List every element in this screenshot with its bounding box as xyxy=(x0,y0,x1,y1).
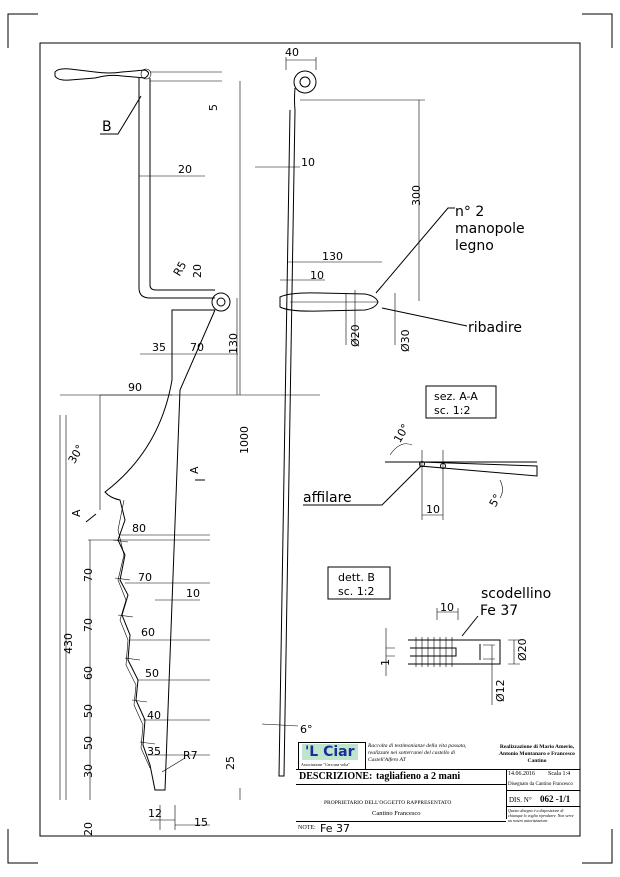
svg-text:10: 10 xyxy=(310,269,324,282)
label-material: Fe 37 xyxy=(480,603,518,619)
svg-text:R7: R7 xyxy=(183,749,198,762)
svg-text:50: 50 xyxy=(82,736,95,750)
svg-text:1: 1 xyxy=(379,659,392,666)
svg-text:60: 60 xyxy=(82,666,95,680)
svg-text:60: 60 xyxy=(141,626,155,639)
svg-text:25: 25 xyxy=(224,756,237,770)
svg-text:90: 90 xyxy=(128,381,142,394)
svg-text:50: 50 xyxy=(82,704,95,718)
rivet-eye-outer xyxy=(211,292,231,312)
label-handles-2: manopole xyxy=(455,221,525,237)
rivet-eye-inner xyxy=(216,297,226,307)
svg-text:A: A xyxy=(70,509,83,517)
owner-value: Cantino Francesco xyxy=(372,810,421,817)
svg-text:70: 70 xyxy=(82,618,95,632)
svg-text:80: 80 xyxy=(132,522,146,535)
label-handles-3: legno xyxy=(455,238,494,254)
left-view: B 5 20 R5 20 35 70 130 90 30° 1000 A xyxy=(54,68,320,836)
label-sharpen: affilare xyxy=(303,490,352,506)
svg-text:35: 35 xyxy=(152,341,166,354)
note-value: Fe 37 xyxy=(320,822,350,835)
logo-box: 'L Ciar Associazione "Cera una volta" xyxy=(298,742,366,770)
svg-text:10: 10 xyxy=(186,587,200,600)
svg-text:12: 12 xyxy=(148,807,162,820)
svg-text:20: 20 xyxy=(82,822,95,836)
svg-text:sc. 1:2: sc. 1:2 xyxy=(338,585,374,598)
svg-text:Ø12: Ø12 xyxy=(494,679,507,702)
logo-text: 'L Ciar xyxy=(302,744,358,760)
svg-text:10: 10 xyxy=(440,601,454,614)
side-view: 40 10 300 130 10 Ø20 Ø30 n° 2 manopole l… xyxy=(255,46,525,777)
corner-marks xyxy=(7,13,613,864)
svg-text:Ø20: Ø20 xyxy=(516,638,529,661)
svg-text:70: 70 xyxy=(138,571,152,584)
svg-text:15: 15 xyxy=(194,816,208,829)
disclaimer: Questo disegno è a disposizione di chiun… xyxy=(508,808,574,823)
svg-text:40: 40 xyxy=(147,709,161,722)
svg-text:50: 50 xyxy=(145,667,159,680)
tool-shaft xyxy=(138,78,215,299)
dim-20-top: 20 xyxy=(178,163,192,176)
handle-end-circle xyxy=(140,68,152,80)
top-handle xyxy=(54,68,149,81)
description-value: tagliafieno a 2 mani xyxy=(376,771,461,782)
svg-text:sez. A-A: sez. A-A xyxy=(434,390,478,403)
dis-value: 062 -1/1 xyxy=(540,794,571,804)
side-shaft xyxy=(278,87,296,777)
scale: Scala 1:4 xyxy=(548,771,571,777)
svg-text:70: 70 xyxy=(82,568,95,582)
label-b: B xyxy=(102,119,112,135)
svg-text:70: 70 xyxy=(190,341,204,354)
owner-label: PROPRIETARIO DELL'OGGETTO RAPPRESENTATO xyxy=(324,800,452,806)
drawn-by: Disegnato da Cantino Francesco xyxy=(508,782,573,787)
svg-text:sc. 1:2: sc. 1:2 xyxy=(434,404,470,417)
svg-text:Ø30: Ø30 xyxy=(399,329,412,352)
svg-text:dett. B: dett. B xyxy=(338,571,375,584)
svg-text:A: A xyxy=(188,466,201,474)
svg-text:20: 20 xyxy=(191,264,204,278)
svg-text:30°: 30° xyxy=(66,443,87,466)
rivet-detail xyxy=(408,639,501,665)
note-label: NOTE: xyxy=(298,825,316,831)
svg-text:R5: R5 xyxy=(171,259,190,278)
svg-text:1000: 1000 xyxy=(238,426,251,454)
authors: Realizzazione di Mario Amerio, Antonio M… xyxy=(499,744,575,764)
collection-text: Raccolta di testimonianze della vita pas… xyxy=(368,743,467,763)
label-cup: scodellino xyxy=(481,586,551,602)
svg-text:430: 430 xyxy=(62,633,75,654)
label-handles-1: n° 2 xyxy=(455,204,484,220)
svg-text:10: 10 xyxy=(301,156,315,169)
svg-text:130: 130 xyxy=(322,250,343,263)
logo-sub: Associazione "Cera una volta" xyxy=(301,762,350,767)
svg-text:35: 35 xyxy=(147,745,161,758)
svg-text:Ø20: Ø20 xyxy=(349,324,362,347)
svg-text:130: 130 xyxy=(227,333,240,354)
svg-text:5°: 5° xyxy=(487,492,505,509)
title-block: 'L Ciar Associazione "Cera una volta" Ra… xyxy=(296,742,580,836)
svg-text:40: 40 xyxy=(285,46,299,59)
svg-text:5: 5 xyxy=(207,104,220,111)
section-profile xyxy=(419,461,538,477)
detail-b: dett. B sc. 1:2 scodellino Fe 37 10 1 Ø2… xyxy=(327,566,551,705)
drawing-frame xyxy=(39,42,581,837)
date: 14.06.2016 xyxy=(508,771,535,777)
svg-text:300: 300 xyxy=(410,185,423,206)
svg-text:6°: 6° xyxy=(300,723,313,736)
section-aa: sez. A-A sc. 1:2 10 10° 5° affilare xyxy=(303,385,538,520)
svg-text:30: 30 xyxy=(82,764,95,778)
label-rivet: ribadire xyxy=(468,320,522,336)
description-label: DESCRIZIONE: xyxy=(299,771,373,782)
dis-label: DIS. N° xyxy=(509,796,532,804)
svg-text:10: 10 xyxy=(426,503,440,516)
svg-text:10°: 10° xyxy=(391,422,412,445)
blade-outline xyxy=(104,309,216,791)
